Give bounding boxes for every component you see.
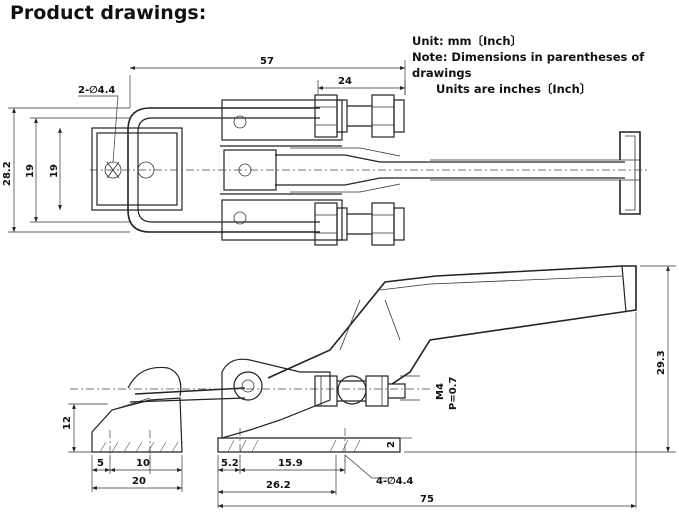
dim-catch-offset-5: 5 bbox=[97, 458, 104, 469]
top-nuts bbox=[314, 94, 405, 246]
page-title: Product drawings: bbox=[10, 2, 207, 24]
side-base-plate bbox=[217, 428, 401, 462]
side-dimensions: M4 P=0.7 29.3 12 5 10 20 5.2 15.9 26.2 7… bbox=[62, 265, 676, 508]
dim-base-offset-5.2: 5.2 bbox=[221, 458, 239, 469]
unit-note: Unit: mm〔Inch〕 bbox=[412, 34, 523, 48]
dim-base-holes-4x4.4: 4-∅4.4 bbox=[376, 476, 413, 487]
dim-catch-width-10: 10 bbox=[136, 458, 150, 469]
inch-note: Units are inches〔Inch〕 bbox=[436, 82, 592, 96]
dim-inner-height-right-19: 19 bbox=[49, 164, 60, 178]
dim-catch-height-12: 12 bbox=[62, 416, 73, 430]
top-t-handle bbox=[619, 131, 641, 215]
top-view: 57 24 2-∅4.4 28.2 19 19 bbox=[2, 56, 650, 246]
top-catch-plate bbox=[91, 127, 183, 211]
dim-inner-height-left-19: 19 bbox=[25, 164, 36, 178]
top-handle-arms bbox=[275, 147, 640, 193]
side-bolt bbox=[314, 375, 406, 407]
top-dimensions: 57 24 2-∅4.4 28.2 19 19 bbox=[2, 56, 406, 233]
top-base-body bbox=[220, 99, 343, 241]
dim-base-length-26.2: 26.2 bbox=[266, 480, 291, 491]
dim-hole-spacing-15.9: 15.9 bbox=[278, 458, 303, 469]
dimension-note: Note: Dimensions in parentheses of drawi… bbox=[412, 50, 645, 80]
dim-outer-height-28.2: 28.2 bbox=[2, 161, 13, 186]
dim-plate-thickness-2: 2 bbox=[386, 441, 397, 448]
dim-thread-m4: M4 bbox=[435, 383, 446, 400]
side-view: M4 P=0.7 29.3 12 5 10 20 5.2 15.9 26.2 7… bbox=[62, 265, 676, 508]
dim-bolt-length-24: 24 bbox=[338, 76, 352, 87]
dim-catch-length-20: 20 bbox=[132, 476, 146, 487]
dim-height-29.3: 29.3 bbox=[656, 350, 667, 375]
side-catch-hook bbox=[91, 366, 183, 460]
dim-holes-2x4.4: 2-∅4.4 bbox=[78, 85, 115, 96]
dim-overall-length-57: 57 bbox=[260, 56, 274, 67]
side-handle bbox=[267, 265, 637, 385]
unit-notes: Unit: mm〔Inch〕 Note: Dimensions in paren… bbox=[412, 33, 679, 97]
dim-overall-length-75: 75 bbox=[420, 494, 434, 505]
dim-pitch-0.7: P=0.7 bbox=[448, 377, 459, 410]
